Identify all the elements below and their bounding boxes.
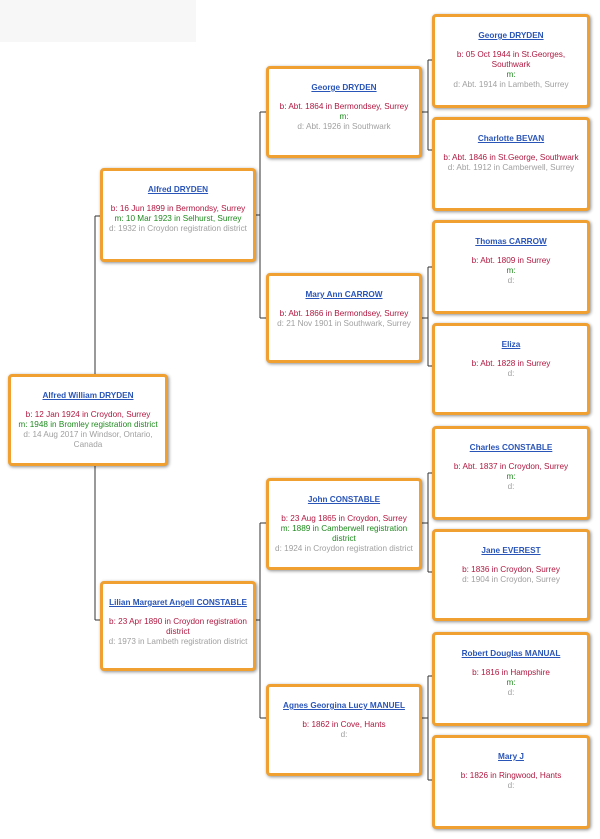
- marriage-info: m:: [339, 112, 349, 121]
- person-name[interactable]: Alfred DRYDEN: [147, 185, 209, 194]
- person-name[interactable]: Robert Douglas MANUAL: [461, 649, 561, 658]
- person-name[interactable]: Jane EVEREST: [481, 546, 541, 555]
- birth-info: b: 16 Jun 1899 in Bermondsy, Surrey: [110, 204, 246, 213]
- birth-info: b: 05 Oct 1944 in St.Georges, Southwark: [456, 50, 566, 69]
- birth-info: b: 1826 in Ringwood, Hants: [460, 771, 562, 780]
- person-name[interactable]: Charlotte BEVAN: [477, 134, 545, 143]
- person-box-ggf1[interactable]: George DRYDEN b: 05 Oct 1944 in St.Georg…: [432, 14, 590, 108]
- death-info: d: 1904 in Croydon, Surrey: [462, 575, 560, 584]
- person-box-ggm1[interactable]: Charlotte BEVAN b: Abt. 1846 in St.Georg…: [432, 117, 590, 211]
- marriage-info: m:: [506, 70, 516, 79]
- death-info: d: Abt. 1926 in Southwark: [297, 122, 391, 131]
- death-info: d: 14 Aug 2017 in Windsor, Ontario, Cana…: [23, 430, 153, 449]
- person-name[interactable]: George DRYDEN: [311, 83, 377, 92]
- person-box-ggf4[interactable]: Robert Douglas MANUAL b: 1816 in Hampshi…: [432, 632, 590, 726]
- marriage-info: m:: [506, 266, 516, 275]
- birth-info: b: Abt. 1864 in Bermondsey, Surrey: [279, 102, 409, 111]
- death-info: d:: [507, 369, 515, 378]
- birth-info: b: Abt. 1846 in St.George, Southwark: [443, 153, 579, 162]
- death-info: d:: [507, 688, 515, 697]
- person-box-mgm[interactable]: Agnes Georgina Lucy MANUEL b: 1862 in Co…: [266, 684, 422, 776]
- person-box-mother[interactable]: Lilian Margaret Angell CONSTABLE b: 23 A…: [100, 581, 256, 671]
- death-info: d:: [340, 730, 348, 739]
- person-name[interactable]: Mary J: [498, 752, 524, 761]
- marriage-info: m: 1948 in Bromley registration district: [18, 420, 158, 429]
- birth-info: b: Abt. 1828 in Surrey: [471, 359, 551, 368]
- birth-info: b: 1836 in Croydon, Surrey: [462, 565, 560, 574]
- birth-info: b: 23 Apr 1890 in Croydon registration d…: [109, 617, 247, 636]
- person-box-pgm[interactable]: Mary Ann CARROW b: Abt. 1866 in Bermonds…: [266, 273, 422, 363]
- death-info: d: 21 Nov 1901 in Southwark, Surrey: [277, 319, 411, 328]
- person-box-ggf2[interactable]: Thomas CARROW b: Abt. 1809 in Surrey m: …: [432, 220, 590, 314]
- person-box-ggm2[interactable]: Eliza b: Abt. 1828 in Surrey d:: [432, 323, 590, 415]
- birth-info: b: Abt. 1837 in Croydon, Surrey: [453, 462, 569, 471]
- birth-info: b: 1862 in Cove, Hants: [302, 720, 386, 729]
- person-name[interactable]: Thomas CARROW: [475, 237, 547, 246]
- person-name[interactable]: George DRYDEN: [478, 31, 544, 40]
- person-name[interactable]: Alfred William DRYDEN: [42, 391, 134, 400]
- birth-info: b: 1816 in Hampshire: [472, 668, 550, 677]
- person-name[interactable]: Agnes Georgina Lucy MANUEL: [283, 701, 405, 710]
- birth-info: b: Abt. 1809 in Surrey: [471, 256, 551, 265]
- person-name[interactable]: Eliza: [501, 340, 521, 349]
- person-box-ggm3[interactable]: Jane EVEREST b: 1836 in Croydon, Surrey …: [432, 529, 590, 621]
- person-name[interactable]: John CONSTABLE: [307, 495, 381, 504]
- header-shade: [0, 0, 196, 42]
- person-box-mgf[interactable]: John CONSTABLE b: 23 Aug 1865 in Croydon…: [266, 478, 422, 570]
- birth-info: b: 23 Aug 1865 in Croydon, Surrey: [281, 514, 407, 523]
- marriage-info: m:: [506, 472, 516, 481]
- death-info: d:: [507, 781, 515, 790]
- marriage-info: m: 1889 in Camberwell registration distr…: [280, 524, 408, 543]
- person-name[interactable]: Mary Ann CARROW: [305, 290, 383, 299]
- birth-info: b: Abt. 1866 in Bermondsey, Surrey: [279, 309, 409, 318]
- person-box-ggf3[interactable]: Charles CONSTABLE b: Abt. 1837 in Croydo…: [432, 426, 590, 520]
- death-info: d:: [507, 276, 515, 285]
- birth-info: b: 12 Jan 1924 in Croydon, Surrey: [25, 410, 151, 419]
- person-box-ggm4[interactable]: Mary J b: 1826 in Ringwood, Hants d:: [432, 735, 590, 829]
- death-info: d: 1932 in Croydon registration district: [109, 224, 247, 233]
- death-info: d:: [507, 482, 515, 491]
- person-box-root[interactable]: Alfred William DRYDEN b: 12 Jan 1924 in …: [8, 374, 168, 466]
- marriage-info: m: 10 Mar 1923 in Selhurst, Surrey: [114, 214, 242, 223]
- death-info: d: 1924 in Croydon registration district: [275, 544, 413, 553]
- death-info: d: Abt. 1912 in Camberwell, Surrey: [447, 163, 575, 172]
- person-box-pgf[interactable]: George DRYDEN b: Abt. 1864 in Bermondsey…: [266, 66, 422, 158]
- person-name[interactable]: Charles CONSTABLE: [469, 443, 553, 452]
- person-box-father[interactable]: Alfred DRYDEN b: 16 Jun 1899 in Bermonds…: [100, 168, 256, 262]
- marriage-info: m:: [506, 678, 516, 687]
- person-name[interactable]: Lilian Margaret Angell CONSTABLE: [109, 598, 247, 607]
- death-info: d: 1973 in Lambeth registration district: [108, 637, 248, 646]
- death-info: d: Abt. 1914 in Lambeth, Surrey: [453, 80, 569, 89]
